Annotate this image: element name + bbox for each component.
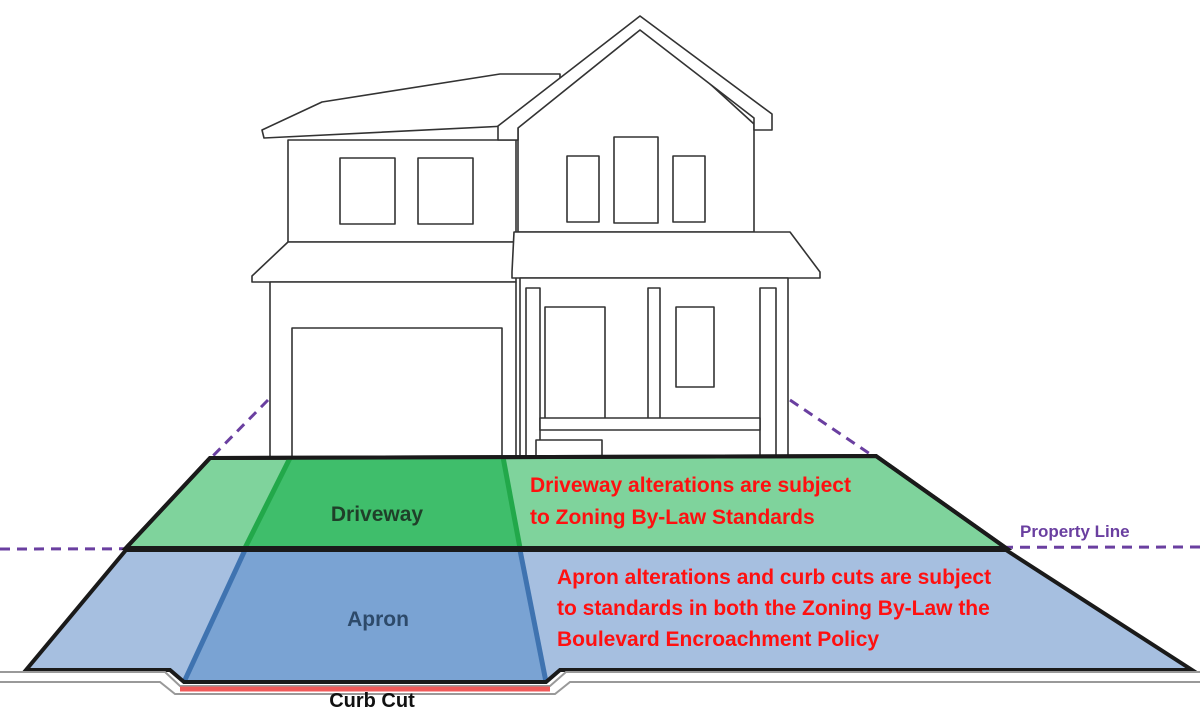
driveway-area bbox=[121, 453, 1013, 550]
house-illustration bbox=[251, 15, 821, 459]
property-line-label: Property Line bbox=[1020, 522, 1130, 541]
apron-note: Apron alterations and curb cuts are subj… bbox=[557, 566, 991, 651]
driveway-note-line: Driveway alterations are subject bbox=[530, 474, 851, 497]
apron-dark-region bbox=[184, 550, 546, 682]
apron-note-line: to standards in both the Zoning By-Law t… bbox=[557, 597, 990, 620]
curb-cut-label: Curb Cut bbox=[329, 690, 415, 712]
apron-note-line: Boulevard Encroachment Policy bbox=[557, 628, 879, 651]
driveway-note: Driveway alterations are subject to Zoni… bbox=[530, 474, 851, 529]
driveway-note-line: to Zoning By-Law Standards bbox=[530, 506, 815, 529]
curb-line bbox=[0, 671, 1200, 695]
apron-area bbox=[21, 548, 1199, 684]
driveway-dark-region bbox=[245, 457, 520, 548]
apron-note-line: Apron alterations and curb cuts are subj… bbox=[557, 566, 991, 589]
driveway-label: Driveway bbox=[331, 503, 424, 526]
apron-label: Apron bbox=[347, 608, 409, 631]
